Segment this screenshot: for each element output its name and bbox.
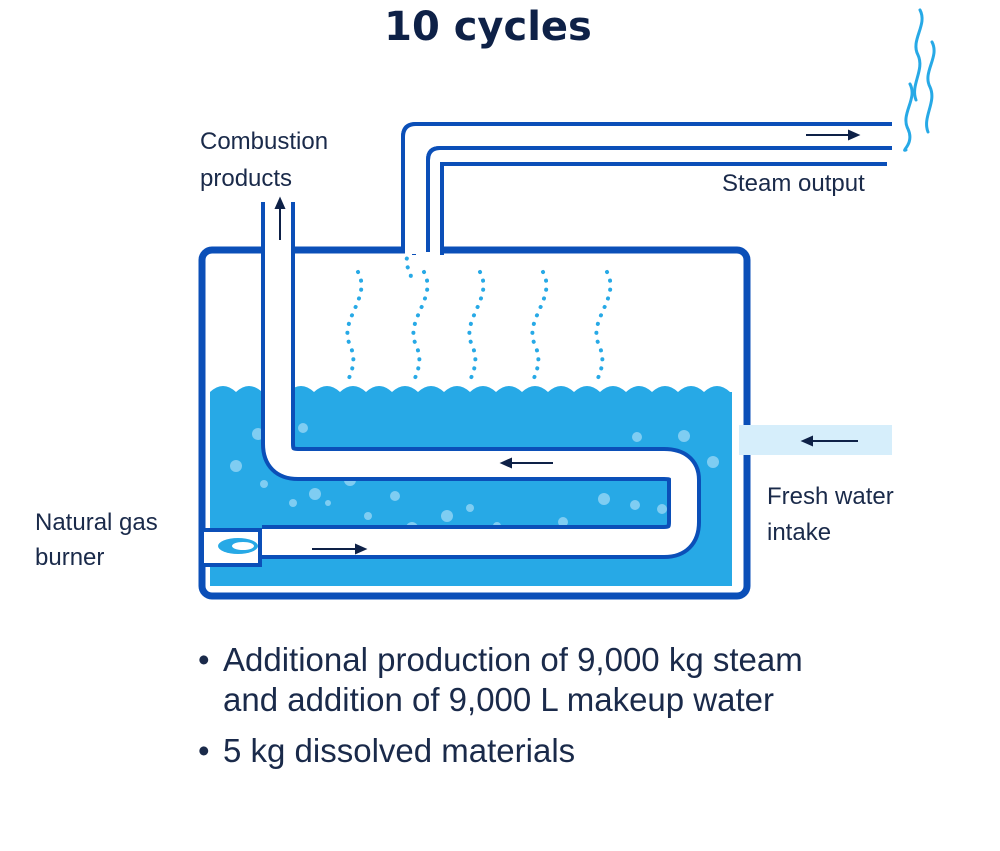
bullet-item-2: 5 kg dissolved materials [223,732,575,769]
burner-label-line2: burner [35,544,104,571]
combustion-products-label: Combustion [200,128,328,155]
burner-label: Natural gas [35,509,158,536]
steam-output-pipe [412,134,887,255]
flame-icon [218,538,258,554]
combustion-products-label-line2: products [200,165,292,192]
flue-flow-arrow-icon [274,196,553,555]
steam-rising [345,204,613,387]
steam-flow-arrow-icon [806,129,861,141]
fresh-water-label: Fresh water [767,483,894,510]
bullet-item-1-line2: and addition of 9,000 L makeup water [223,681,774,718]
diagram-title: 10 cycles [384,4,592,50]
fresh-water-label-line2: intake [767,519,831,546]
bullet-item-1: Additional production of 9,000 kg steam [223,641,803,678]
bullet-dot-2: • [198,732,210,769]
steam-wisp-icon [903,8,936,152]
intake-flow-arrow-icon [800,435,858,447]
bullet-dot-1: • [198,641,210,678]
steam-output-label: Steam output [722,170,865,197]
